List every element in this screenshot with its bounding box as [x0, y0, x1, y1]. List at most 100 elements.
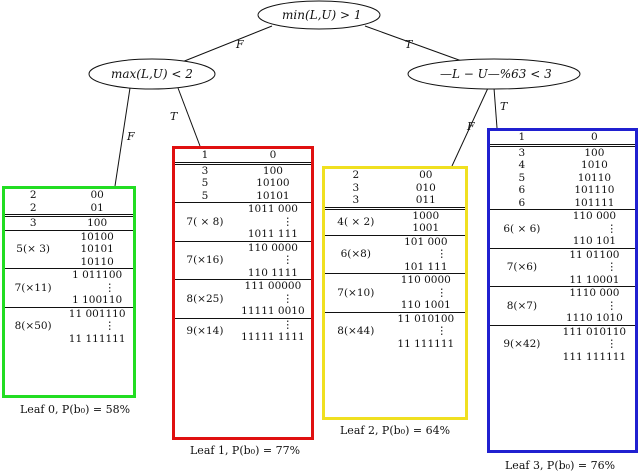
- table-row: ⋮: [325, 325, 465, 338]
- group-label-cell: 6(×8): [325, 234, 387, 274]
- table-row: 101 111: [325, 261, 465, 274]
- table-row: ⋮: [490, 300, 635, 313]
- edge-left-leaf0: [114, 87, 131, 187]
- edge-right-leaf2: [451, 87, 489, 167]
- code-cell: 110 1001: [400, 299, 451, 311]
- table-row: 8(×50)11 001110: [5, 306, 133, 345]
- code-cell: 0: [553, 131, 635, 146]
- table-row: 7(×11)1 011100: [5, 268, 133, 307]
- node-right-ellipse: [407, 58, 581, 90]
- table-row: 7(×16)110 0000: [175, 240, 311, 280]
- code-cell: 111 010110: [553, 324, 635, 338]
- ellipsis-cell: ⋮: [436, 325, 448, 337]
- group-label-cell: 8(×44): [325, 311, 387, 350]
- edge-root-right: [364, 25, 471, 65]
- code-cell: 10110: [577, 171, 612, 184]
- ellipsis-cell: ⋮: [282, 215, 294, 228]
- length-cell: 3: [352, 194, 360, 206]
- ellipsis-cell: ⋮: [436, 248, 448, 260]
- table-row: 6 101110: [490, 184, 635, 197]
- table-row: 11111 1111: [175, 331, 311, 344]
- table-row: ⋮: [325, 287, 465, 300]
- ellipsis-cell: ⋮: [104, 320, 116, 332]
- length-cell: 2: [29, 189, 37, 201]
- code-cell: 110 0000: [386, 273, 465, 287]
- length-cell: 1: [490, 131, 554, 146]
- root-node-label: min(L,U) > 1: [282, 8, 362, 22]
- length-cell: 3: [5, 214, 62, 230]
- length-cell: 1: [175, 149, 235, 164]
- length-cell: 5: [518, 171, 526, 184]
- table-row: 11 111111: [325, 338, 465, 351]
- table-row: ⋮: [175, 254, 311, 267]
- ellipsis-cell: ⋮: [606, 338, 618, 350]
- code-cell: 1001: [412, 222, 440, 234]
- right-node-label: —L − U—%63 < 3: [440, 67, 552, 81]
- code-cell: 110 101: [572, 235, 617, 247]
- code-cell: 11111 1111: [241, 331, 305, 343]
- ellipsis-cell: ⋮: [606, 222, 618, 235]
- leaf-2-caption: Leaf 2, P(b₀) = 64%: [340, 424, 451, 437]
- group-label-cell: 7(×11): [5, 268, 62, 307]
- code-cell: 101111: [574, 196, 615, 209]
- group-label-cell: 7(×16): [175, 240, 235, 280]
- code-cell: 11 010100: [386, 311, 465, 325]
- table-row: 1001: [325, 222, 465, 235]
- ellipsis-cell: ⋮: [282, 292, 294, 305]
- code-cell: 1 100110: [72, 294, 123, 306]
- length-cell: 6: [518, 184, 526, 196]
- leaf-3-caption: Leaf 3, P(b₀) = 76%: [505, 459, 616, 472]
- code-cell: 10101: [256, 189, 290, 202]
- table-row: 9(×14)⋮: [175, 317, 311, 344]
- code-cell: 11 001110: [61, 306, 133, 320]
- group-label-cell: 4( × 2): [325, 206, 387, 235]
- edge-left-leaf1: [177, 87, 201, 147]
- group-label-cell: 7(×10): [325, 273, 387, 312]
- edge-label-right-t: T: [500, 100, 508, 113]
- table-row: 11 10001: [490, 274, 635, 287]
- table-row: 10101: [5, 243, 133, 256]
- code-cell: 110 0000: [234, 240, 311, 254]
- table-row: 7(×10)110 0000: [325, 273, 465, 312]
- table-row: 2 00: [5, 189, 133, 202]
- code-cell: 1011 111: [247, 228, 298, 240]
- code-cell: 11 111111: [397, 337, 455, 350]
- code-cell: 10100: [256, 177, 290, 189]
- code-cell: 10100: [61, 229, 133, 243]
- code-cell: 110 000: [553, 209, 635, 223]
- code-cell: 11 111111: [68, 332, 126, 345]
- table-row: ⋮: [175, 216, 311, 229]
- group-label-cell: 8(×50): [5, 306, 62, 345]
- code-cell: 0: [234, 149, 311, 164]
- ellipsis-cell: ⋮: [234, 317, 311, 331]
- code-cell: 00: [90, 189, 104, 201]
- code-cell: 10101: [80, 243, 114, 255]
- table-row: 1110 1010: [490, 312, 635, 325]
- length-cell: 2: [352, 169, 360, 181]
- code-cell: 101110: [574, 184, 615, 196]
- ellipsis-cell: ⋮: [282, 254, 294, 266]
- table-row: ⋮: [490, 223, 635, 236]
- group-label-cell: 7(×6): [490, 247, 554, 287]
- table-row: 1 100110: [5, 294, 133, 307]
- code-cell: 11111 0010: [241, 305, 305, 317]
- edge-label-left-t: T: [170, 110, 178, 123]
- code-cell: 100: [234, 161, 311, 177]
- code-cell: 100: [553, 143, 635, 159]
- edge-root-left: [171, 25, 273, 67]
- ellipsis-cell: ⋮: [606, 299, 618, 312]
- table-row: 1011 111: [175, 228, 311, 241]
- ellipsis-cell: ⋮: [436, 286, 448, 299]
- group-label-cell: 9(×42): [490, 324, 554, 363]
